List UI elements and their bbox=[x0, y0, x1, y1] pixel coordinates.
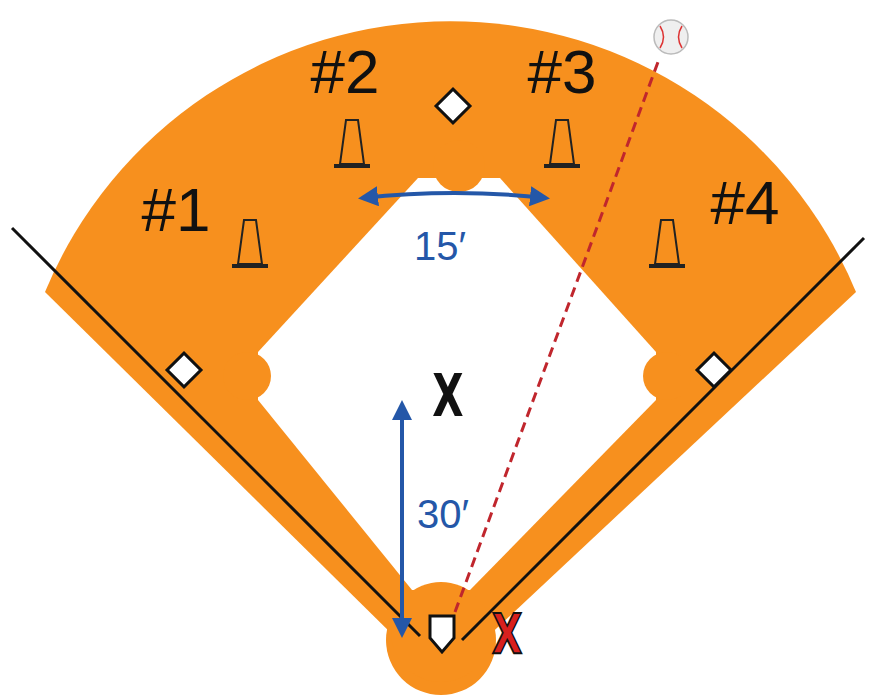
foul-line bbox=[12, 228, 420, 636]
third-cutout bbox=[223, 352, 271, 400]
callout-number: #1 bbox=[142, 179, 211, 241]
callout-number: #4 bbox=[711, 172, 780, 234]
player-mark: X bbox=[432, 367, 463, 425]
ball-path bbox=[455, 62, 658, 612]
baseball bbox=[654, 20, 688, 54]
baseball-seam bbox=[660, 26, 682, 48]
cone bbox=[232, 220, 268, 268]
home-plate bbox=[430, 616, 454, 652]
outfield-dirt bbox=[45, 21, 856, 642]
dimension-label: 15′ bbox=[414, 226, 466, 266]
second-cutout bbox=[433, 140, 485, 192]
cone bbox=[649, 220, 685, 268]
infield-grass bbox=[258, 178, 656, 590]
cone bbox=[334, 120, 370, 168]
third-base bbox=[167, 353, 201, 387]
dimension-label: 30′ bbox=[417, 494, 469, 534]
foul-line bbox=[462, 238, 864, 640]
cone bbox=[544, 120, 580, 168]
dimension-arrow bbox=[400, 404, 404, 634]
callout-number: #3 bbox=[528, 41, 597, 103]
first-base bbox=[697, 353, 731, 387]
dimension-arrow bbox=[362, 193, 546, 198]
first-cutout bbox=[643, 352, 691, 400]
second-base bbox=[436, 89, 470, 123]
home-cutout bbox=[391, 582, 491, 682]
callout-number: #2 bbox=[311, 41, 380, 103]
batter-mark: X bbox=[492, 606, 522, 662]
